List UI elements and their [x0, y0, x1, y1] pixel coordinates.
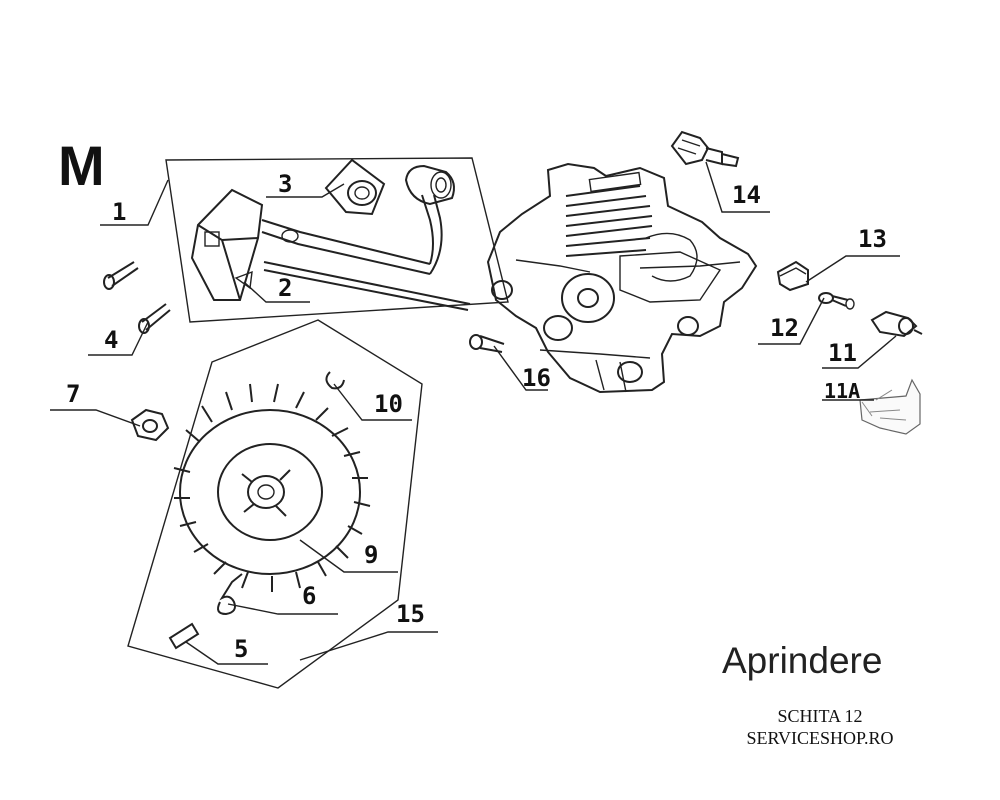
callout-1: 1 — [112, 198, 126, 226]
diagram-title: Aprindere — [722, 640, 883, 681]
callout-10: 10 — [374, 390, 403, 418]
callout-13: 13 — [858, 225, 887, 253]
callout-5: 5 — [234, 635, 248, 663]
crankcase-screw — [469, 334, 505, 353]
flywheel-group-outline — [127, 319, 423, 689]
callout-4: 4 — [104, 326, 118, 354]
stop-switch — [870, 310, 923, 338]
ht-lead — [261, 194, 471, 311]
section-letter: M — [58, 134, 105, 197]
engine-block — [486, 162, 758, 394]
callout-7: 7 — [66, 380, 80, 408]
caption-source: SERVICESHOP.RO — [746, 728, 894, 748]
callout-6: 6 — [302, 582, 316, 610]
switch-connector — [776, 260, 809, 292]
ignition-coil-group-outline — [165, 157, 509, 323]
stop-switch-variant — [859, 378, 921, 435]
callout-11a: 11A — [824, 379, 860, 403]
callout-9: 9 — [364, 541, 378, 569]
callout-14: 14 — [732, 181, 761, 209]
coil-screw-lower — [138, 303, 171, 334]
ignition-coil — [190, 188, 264, 301]
coil-screw-upper — [103, 261, 139, 290]
callout-3: 3 — [278, 170, 292, 198]
diagram-caption: SCHITA 12 SERVICESHOP.RO — [735, 705, 905, 749]
caption-sheet-number: SCHITA 12 — [777, 706, 863, 726]
callout-2: 2 — [278, 274, 292, 302]
flywheel-nut — [130, 408, 170, 442]
pawl-spring — [217, 573, 243, 616]
callout-12: 12 — [770, 314, 799, 342]
wire-terminal — [818, 292, 855, 310]
pawl-pin — [168, 622, 200, 650]
spark-plug — [670, 130, 740, 168]
spark-plug-boot — [404, 164, 455, 206]
leader-lines — [50, 161, 900, 665]
callout-15: 15 — [396, 600, 425, 628]
grommet — [324, 158, 386, 216]
callout-11: 11 — [828, 339, 857, 367]
flywheel — [173, 383, 371, 592]
circlip — [325, 371, 345, 390]
callout-16: 16 — [522, 364, 551, 392]
